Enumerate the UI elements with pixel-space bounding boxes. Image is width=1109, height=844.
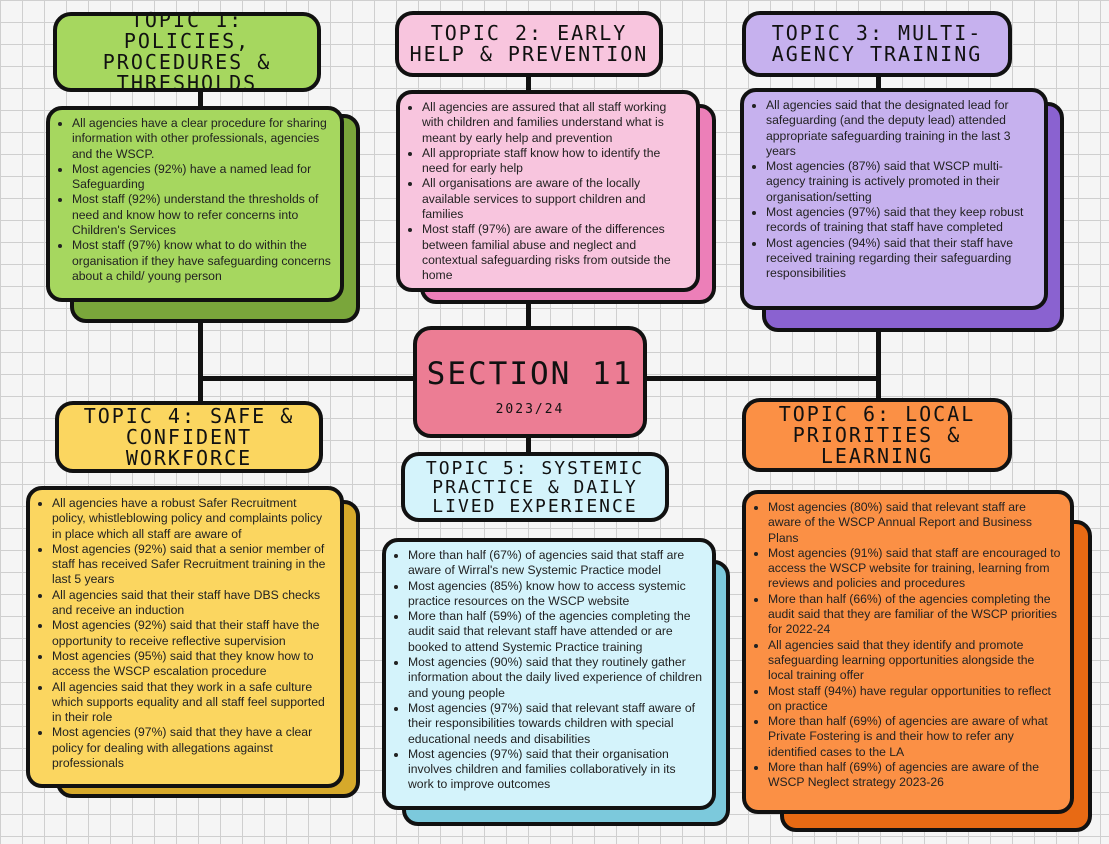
center-title: SECTION 11 [426, 356, 634, 392]
list-item: All agencies said that they work in a sa… [52, 680, 332, 726]
topic1-card: All agencies have a clear procedure for … [46, 106, 344, 302]
list-item: All agencies have a robust Safer Recruit… [52, 496, 332, 542]
list-item: More than half (67%) of agencies said th… [408, 548, 704, 579]
topic3-card: All agencies said that the designated le… [740, 88, 1048, 310]
topic5-card: More than half (67%) of agencies said th… [382, 538, 716, 810]
list-item: Most agencies (80%) said that relevant s… [768, 500, 1062, 546]
list-item: All organisations are aware of the local… [422, 176, 688, 222]
list-item: More than half (66%) of the agencies com… [768, 592, 1062, 638]
list-item: More than half (59%) of the agencies com… [408, 609, 704, 655]
list-item: Most agencies (97%) said that they have … [52, 725, 332, 771]
section-11-center-box: SECTION 11 2023/24 [413, 326, 647, 438]
topic6-title: TOPIC 6: LOCAL PRIORITIES & LEARNING [742, 398, 1012, 472]
topic5-list: More than half (67%) of agencies said th… [390, 548, 704, 793]
topic4-list: All agencies have a robust Safer Recruit… [34, 496, 332, 771]
list-item: Most agencies (90%) said that they routi… [408, 655, 704, 701]
list-item: Most agencies (91%) said that staff are … [768, 546, 1062, 592]
topic4-title: TOPIC 4: SAFE & CONFIDENT WORKFORCE [55, 401, 323, 473]
list-item: Most agencies (97%) said that relevant s… [408, 701, 704, 747]
list-item: Most agencies (97%) said that they keep … [766, 205, 1036, 236]
list-item: All appropriate staff know how to identi… [422, 146, 688, 177]
topic1-list: All agencies have a clear procedure for … [54, 116, 332, 284]
list-item: Most staff (97%) know what to do within … [72, 238, 332, 284]
list-item: Most agencies (94%) said that their staf… [766, 236, 1036, 282]
list-item: Most agencies (97%) said that their orga… [408, 747, 704, 793]
topic2-title: TOPIC 2: EARLY HELP & PREVENTION [395, 11, 663, 77]
topic6-list: Most agencies (80%) said that relevant s… [750, 500, 1062, 791]
center-year: 2023/24 [495, 402, 565, 417]
list-item: More than half (69%) of agencies are awa… [768, 760, 1062, 791]
topic6-card: Most agencies (80%) said that relevant s… [742, 490, 1074, 814]
list-item: Most agencies (92%) said that their staf… [52, 618, 332, 649]
topic5-title: TOPIC 5: SYSTEMIC PRACTICE & DAILY LIVED… [401, 452, 669, 522]
topic4-card: All agencies have a robust Safer Recruit… [26, 486, 344, 788]
list-item: Most agencies (87%) said that WSCP multi… [766, 159, 1036, 205]
list-item: More than half (69%) of agencies are awa… [768, 714, 1062, 760]
topic1-title: TOPIC 1: POLICIES, PROCEDURES & THRESHOL… [53, 10, 321, 94]
list-item: Most agencies (92%) said that a senior m… [52, 542, 332, 588]
list-item: Most agencies (85%) know how to access s… [408, 579, 704, 610]
list-item: Most staff (97%) are aware of the differ… [422, 222, 688, 283]
topic3-title: TOPIC 3: MULTI-AGENCY TRAINING [742, 11, 1012, 77]
list-item: All agencies said that their staff have … [52, 588, 332, 619]
topic2-list: All agencies are assured that all staff … [404, 100, 688, 284]
list-item: All agencies said that the designated le… [766, 98, 1036, 159]
list-item: Most staff (92%) understand the threshol… [72, 192, 332, 238]
list-item: All agencies have a clear procedure for … [72, 116, 332, 162]
list-item: All agencies said that they identify and… [768, 638, 1062, 684]
topic3-list: All agencies said that the designated le… [748, 98, 1036, 282]
list-item: Most agencies (95%) said that they know … [52, 649, 332, 680]
list-item: Most agencies (92%) have a named lead fo… [72, 162, 332, 193]
topic2-card: All agencies are assured that all staff … [396, 90, 700, 292]
list-item: All agencies are assured that all staff … [422, 100, 688, 146]
connector-topic5-line [526, 436, 531, 454]
list-item: Most staff (94%) have regular opportunit… [768, 684, 1062, 715]
